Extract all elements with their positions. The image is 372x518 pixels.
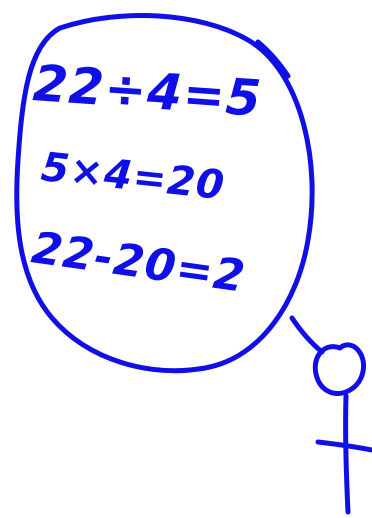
stick-figure-head — [312, 342, 367, 396]
bubble-tail-line — [289, 315, 325, 355]
equations: 22÷4=5 5×4=20 22-20=2 — [28, 54, 263, 303]
bubble-highlight — [255, 39, 291, 79]
stick-figure — [312, 342, 372, 515]
equation-3: 22-20=2 — [28, 222, 248, 302]
equation-2: 5×4=20 — [39, 144, 227, 209]
stick-figure-body — [343, 393, 351, 515]
bubble-outline — [14, 13, 315, 374]
stick-figure-arms — [315, 439, 372, 453]
thought-bubble — [14, 13, 325, 374]
equation-1: 22÷4=5 — [31, 54, 263, 128]
